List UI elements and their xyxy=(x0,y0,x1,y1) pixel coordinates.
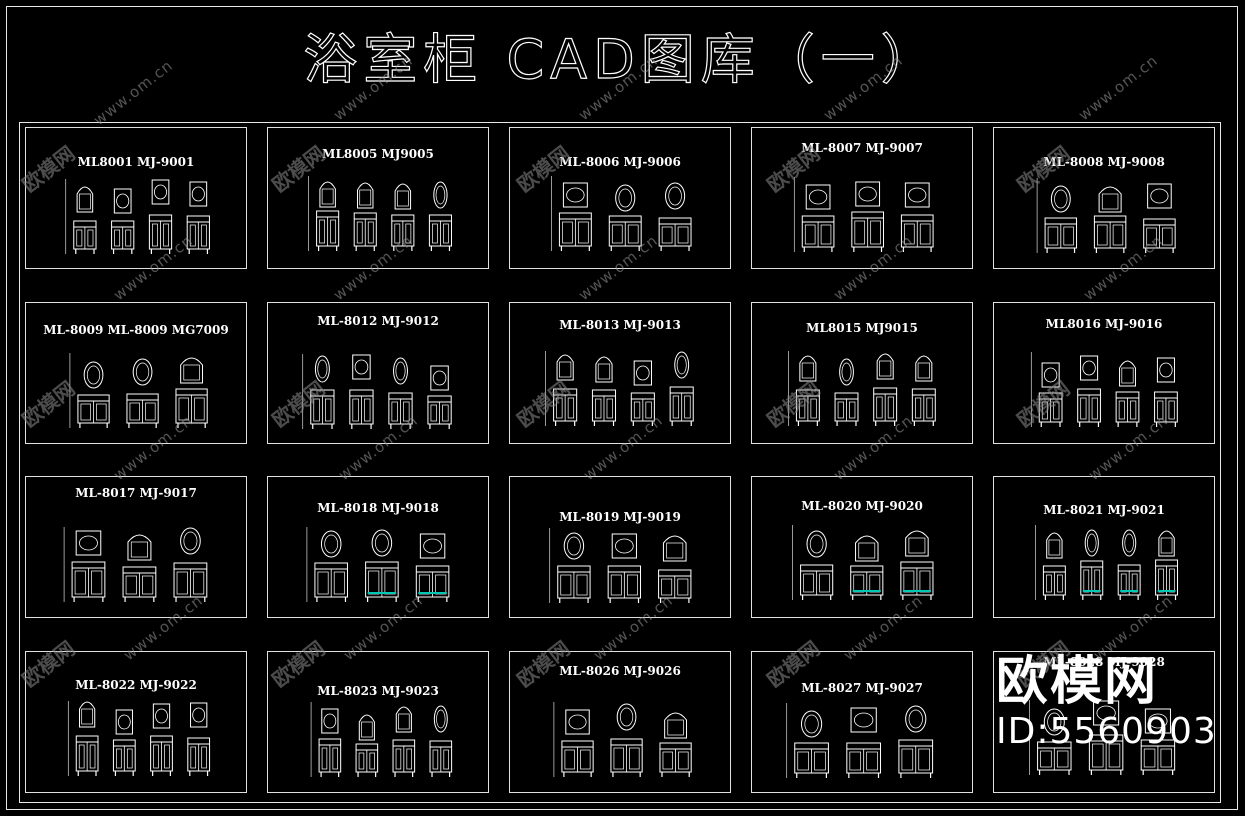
furniture-drawing xyxy=(1035,525,1179,600)
furniture-drawing xyxy=(306,527,450,602)
panel-model-label: ML-8021 MJ-9021 xyxy=(1043,503,1165,517)
furniture-drawing xyxy=(310,702,453,777)
furniture-drawing xyxy=(786,703,934,778)
drawing-panel: ML8001 MJ-9001 xyxy=(25,127,247,269)
drawing-panel: ML-8012 MJ-9012 xyxy=(267,302,489,444)
furniture-drawing xyxy=(549,528,692,603)
furniture-drawing xyxy=(302,354,452,429)
sheet-frame xyxy=(19,122,1221,803)
panel-model-label: ML-8027 MJ-9027 xyxy=(801,681,923,695)
furniture-drawing xyxy=(67,701,211,776)
furniture-drawing xyxy=(1030,352,1178,427)
drawing-panel: ML-8006 MJ-9006 xyxy=(509,127,731,269)
furniture-drawing xyxy=(553,702,692,777)
drawing-panel: ML-8020 MJ-9020 xyxy=(751,476,973,618)
logo-brand: 欧模网 xyxy=(996,652,1159,712)
panel-model-label: ML8001 MJ-9001 xyxy=(77,155,195,169)
furniture-drawing xyxy=(1036,178,1176,253)
panel-model-label: ML-8009 ML-8009 MG7009 xyxy=(43,323,229,337)
panel-model-label: ML-8006 MJ-9006 xyxy=(559,155,681,169)
drawing-panel: ML-8026 MJ-9026 xyxy=(509,651,731,793)
drawing-panel: ML-8022 MJ-9022 xyxy=(25,651,247,793)
brand-logo: 欧模网 ID:5560903 xyxy=(996,652,1217,752)
drawing-panel: ML8005 MJ9005 xyxy=(267,127,489,269)
drawing-title-text: 浴室柜 CAD图库（一） xyxy=(303,28,940,91)
drawing-panel: ML-8027 MJ-9027 xyxy=(751,651,973,793)
furniture-drawing xyxy=(551,176,692,251)
panel-model-label: ML-8022 MJ-9022 xyxy=(75,678,197,692)
drawing-panel: ML-8008 MJ-9008 xyxy=(993,127,1215,269)
furniture-drawing xyxy=(69,353,208,428)
panel-model-label: ML-8026 MJ-9026 xyxy=(559,664,681,678)
panel-model-label: ML-8028 MJ-9028 xyxy=(1043,655,1165,669)
panel-model-label: ML8005 MJ9005 xyxy=(322,147,434,161)
drawing-panel: ML-8017 MJ-9017 xyxy=(25,476,247,618)
drawing-panel: ML-8009 ML-8009 MG7009 xyxy=(25,302,247,444)
panel-model-label: ML-8008 MJ-9008 xyxy=(1043,155,1165,169)
panel-model-label: ML-8023 MJ-9023 xyxy=(317,684,439,698)
furniture-drawing xyxy=(308,176,452,251)
panel-model-label: ML-8019 MJ-9019 xyxy=(559,510,681,524)
drawing-panel: ML-8019 MJ-9019 xyxy=(509,476,731,618)
drawing-panel: ML-8023 MJ-9023 xyxy=(267,651,489,793)
panel-model-label: ML-8012 MJ-9012 xyxy=(317,314,439,328)
panel-model-label: ML8016 MJ-9016 xyxy=(1045,317,1163,331)
panel-model-label: ML8015 MJ9015 xyxy=(806,321,918,335)
furniture-drawing xyxy=(63,527,208,602)
panel-model-label: ML-8017 MJ-9017 xyxy=(75,486,197,500)
drawing-panel: ML-8018 MJ-9018 xyxy=(267,476,489,618)
drawing-title: 浴室柜 CAD图库（一） xyxy=(303,27,940,91)
furniture-drawing xyxy=(1029,700,1176,775)
furniture-drawing xyxy=(545,351,694,426)
furniture-drawing xyxy=(788,351,936,426)
furniture-drawing xyxy=(792,525,934,600)
drawing-panel: ML-8028 MJ-9028 xyxy=(993,651,1215,793)
drawing-panel: ML8015 MJ9015 xyxy=(751,302,973,444)
furniture-drawing xyxy=(65,179,210,254)
drawing-panel: ML8016 MJ-9016 xyxy=(993,302,1215,444)
panel-model-label: ML-8018 MJ-9018 xyxy=(317,501,439,515)
panel-model-label: ML-8013 MJ-9013 xyxy=(559,318,681,332)
panel-model-label: ML-8020 MJ-9020 xyxy=(801,499,923,513)
drawing-panel: ML-8007 MJ-9007 xyxy=(751,127,973,269)
drawing-panel: ML-8021 MJ-9021 xyxy=(993,476,1215,618)
outer-border xyxy=(6,6,1238,810)
drawing-panel: ML-8013 MJ-9013 xyxy=(509,302,731,444)
furniture-drawing xyxy=(793,177,934,252)
panel-model-label: ML-8007 MJ-9007 xyxy=(801,141,923,155)
logo-id: ID:5560903 xyxy=(996,711,1217,752)
